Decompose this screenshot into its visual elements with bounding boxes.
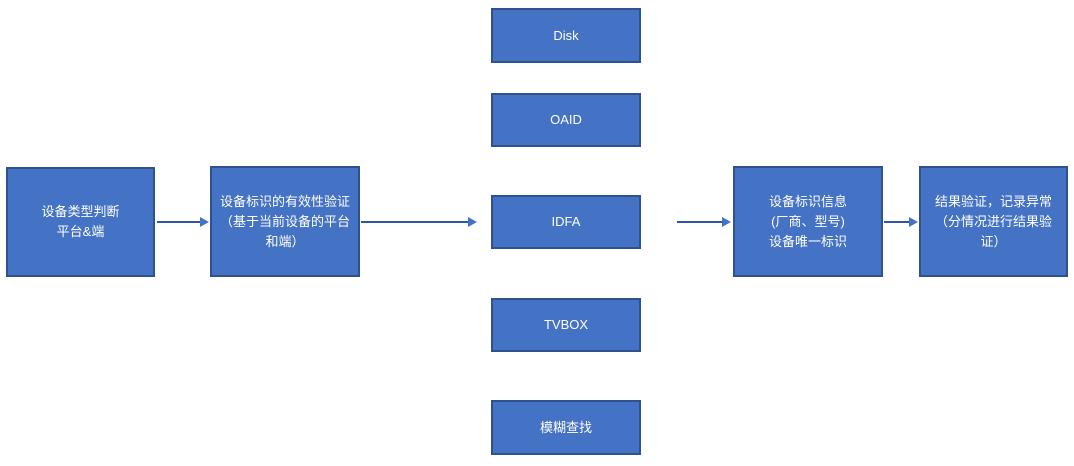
node-text-line: TVBOX	[543, 317, 589, 332]
node-text-line: (厂商、型号)	[771, 213, 845, 229]
node-device-type: 设备类型判断 平台&端	[6, 167, 155, 277]
arrow-shaft	[361, 221, 470, 223]
node-text-line: （分情况进行结果验	[934, 213, 1052, 229]
node-oaid: OAID	[491, 93, 641, 147]
node-text-line: 结果验证，记录异常	[934, 193, 1052, 209]
node-text-line: 设备类型判断	[41, 204, 120, 219]
node-text-line: 平台&端	[56, 224, 105, 239]
node-result-verify: 结果验证，记录异常 （分情况进行结果验 证）	[919, 166, 1068, 277]
node-validity-check: 设备标识的有效性验证 （基于当前设备的平台 和端）	[210, 166, 360, 277]
arrow-validity-to-idfa	[361, 217, 477, 227]
node-text-line: 设备唯一标识	[768, 233, 847, 249]
node-text-line: OAID	[550, 112, 582, 127]
arrowhead-right-icon	[468, 217, 477, 227]
arrow-shaft	[157, 221, 202, 223]
node-device-info: 设备标识信息 (厂商、型号) 设备唯一标识	[733, 166, 883, 277]
arrow-device-info-to-result	[884, 217, 918, 227]
node-disk: Disk	[491, 8, 641, 63]
arrow-shaft	[884, 221, 911, 223]
node-text-line: 证）	[980, 233, 1007, 249]
node-text-line: 设备标识的有效性验证	[219, 193, 350, 209]
node-text-line: 模糊查找	[539, 419, 592, 435]
arrow-shaft	[677, 221, 724, 223]
arrow-device-type-to-validity	[157, 217, 209, 227]
node-idfa: IDFA	[491, 195, 641, 249]
arrowhead-right-icon	[722, 217, 731, 227]
arrow-idfa-to-device-info	[677, 217, 731, 227]
node-text-line: 和端）	[265, 233, 305, 249]
arrowhead-right-icon	[200, 217, 209, 227]
node-text-line: Disk	[553, 27, 579, 43]
arrowhead-right-icon	[909, 217, 918, 227]
node-text-line: IDFA	[551, 214, 581, 229]
node-tvbox: TVBOX	[491, 298, 641, 352]
node-text-line: （基于当前设备的平台	[219, 213, 350, 229]
node-text-line: 设备标识信息	[768, 193, 847, 209]
node-fuzzy-search: 模糊查找	[491, 400, 641, 455]
